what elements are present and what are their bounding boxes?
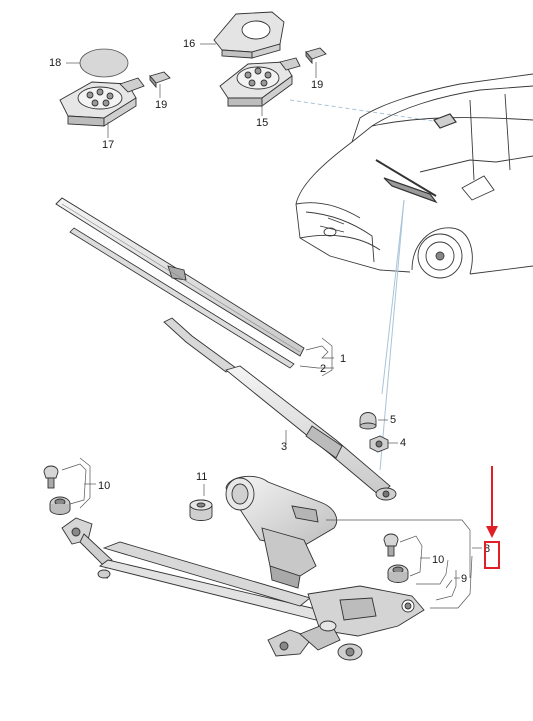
car-leader-lines	[379, 199, 405, 471]
rain-sensor-15	[219, 57, 301, 107]
bolt-10-left	[43, 465, 59, 489]
car-wiper-mark	[375, 113, 457, 204]
bushing-10-right	[387, 564, 409, 583]
callout-8: 8	[484, 543, 491, 555]
wiper-blade-1	[55, 197, 305, 357]
connector-19-right	[305, 47, 327, 65]
callout-3: 3	[281, 441, 288, 453]
callout-5: 5	[390, 414, 397, 426]
callout-19-left: 19	[155, 99, 168, 111]
cap-5	[359, 412, 377, 430]
callout-18: 18	[49, 57, 62, 69]
callout-leaders	[61, 43, 482, 609]
rain-sensor-17	[59, 77, 145, 127]
seal-pad-18	[79, 48, 129, 78]
nut-4	[369, 435, 389, 453]
callout-9: 9	[461, 573, 468, 585]
rubber-mount-11	[189, 499, 213, 521]
callout-19-right: 19	[311, 79, 324, 91]
callout-16: 16	[183, 38, 196, 50]
callout-10-left: 10	[98, 480, 111, 492]
connector-19-left	[149, 71, 171, 89]
wiper-linkage-8	[61, 517, 425, 661]
callout-2: 2	[320, 363, 327, 375]
highlight-arrow	[486, 466, 498, 538]
wiper-rubber-2	[69, 227, 295, 369]
callout-10-right: 10	[432, 554, 445, 566]
callout-17: 17	[102, 139, 115, 151]
wiper-arm-3	[163, 317, 397, 501]
bolt-10-right	[383, 533, 399, 557]
highlight-box-8	[484, 541, 500, 569]
callout-11: 11	[196, 471, 208, 483]
callout-15: 15	[256, 117, 269, 129]
callout-4: 4	[400, 437, 407, 449]
wiper-motor	[225, 475, 338, 589]
bracket-16	[213, 11, 285, 59]
car-illustration	[295, 73, 533, 279]
sensor-leader-line	[289, 99, 441, 123]
callout-1: 1	[340, 353, 347, 365]
bushing-10-left	[49, 496, 71, 515]
